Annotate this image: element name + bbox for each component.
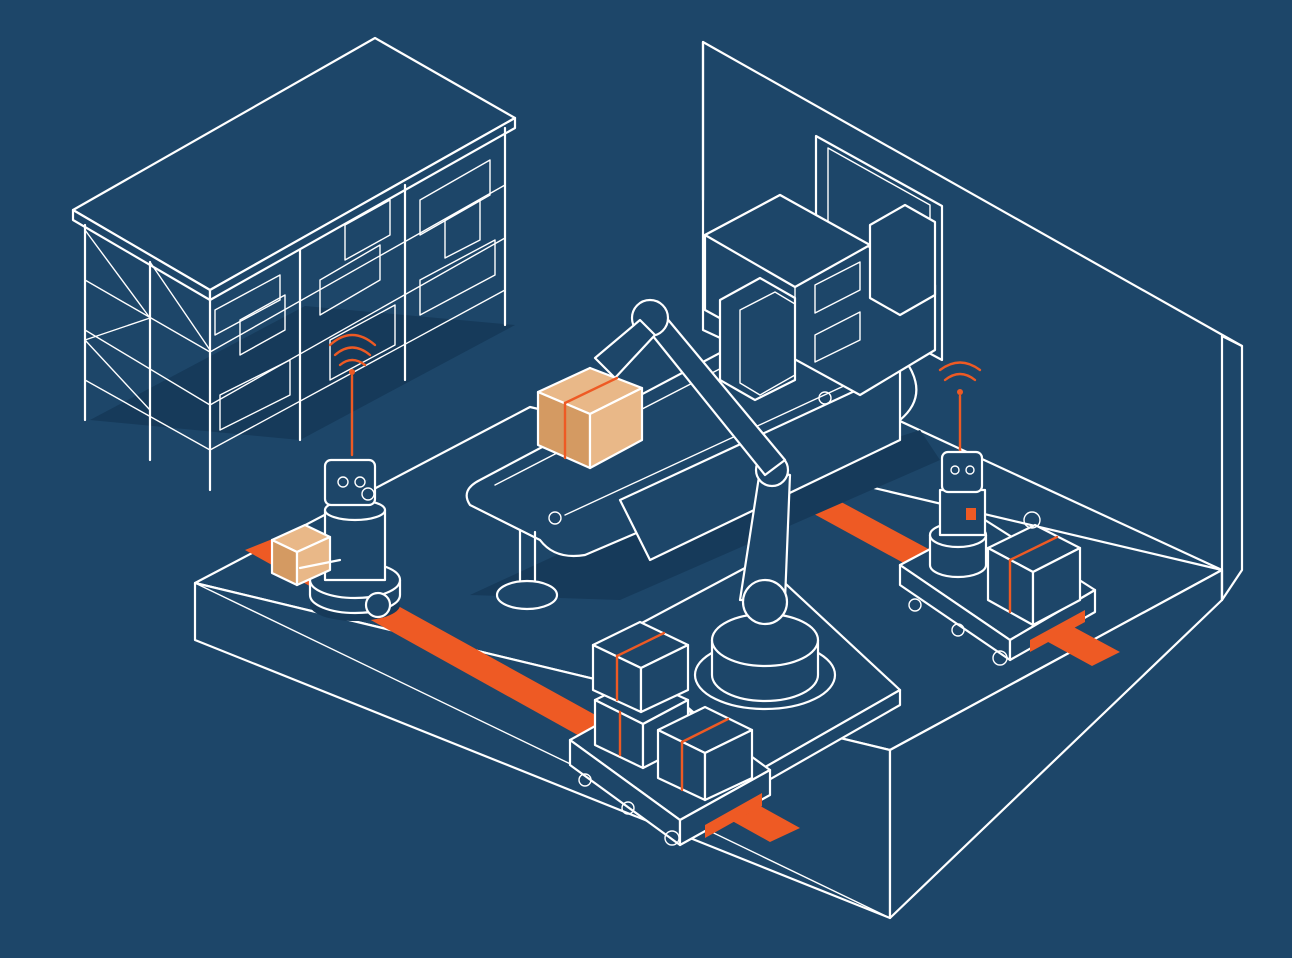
room-floor — [193, 405, 1224, 920]
cardboard-box-on-conveyor — [536, 366, 644, 470]
robotic-arm — [573, 298, 902, 787]
agv-cart-front — [568, 620, 772, 847]
wifi-signal-icon — [328, 333, 377, 457]
robot-left — [270, 333, 402, 621]
packing-machine — [703, 193, 937, 402]
wifi-signal-icon — [938, 361, 982, 457]
storage-rack — [71, 36, 517, 492]
robot-right-agv — [898, 361, 1097, 666]
